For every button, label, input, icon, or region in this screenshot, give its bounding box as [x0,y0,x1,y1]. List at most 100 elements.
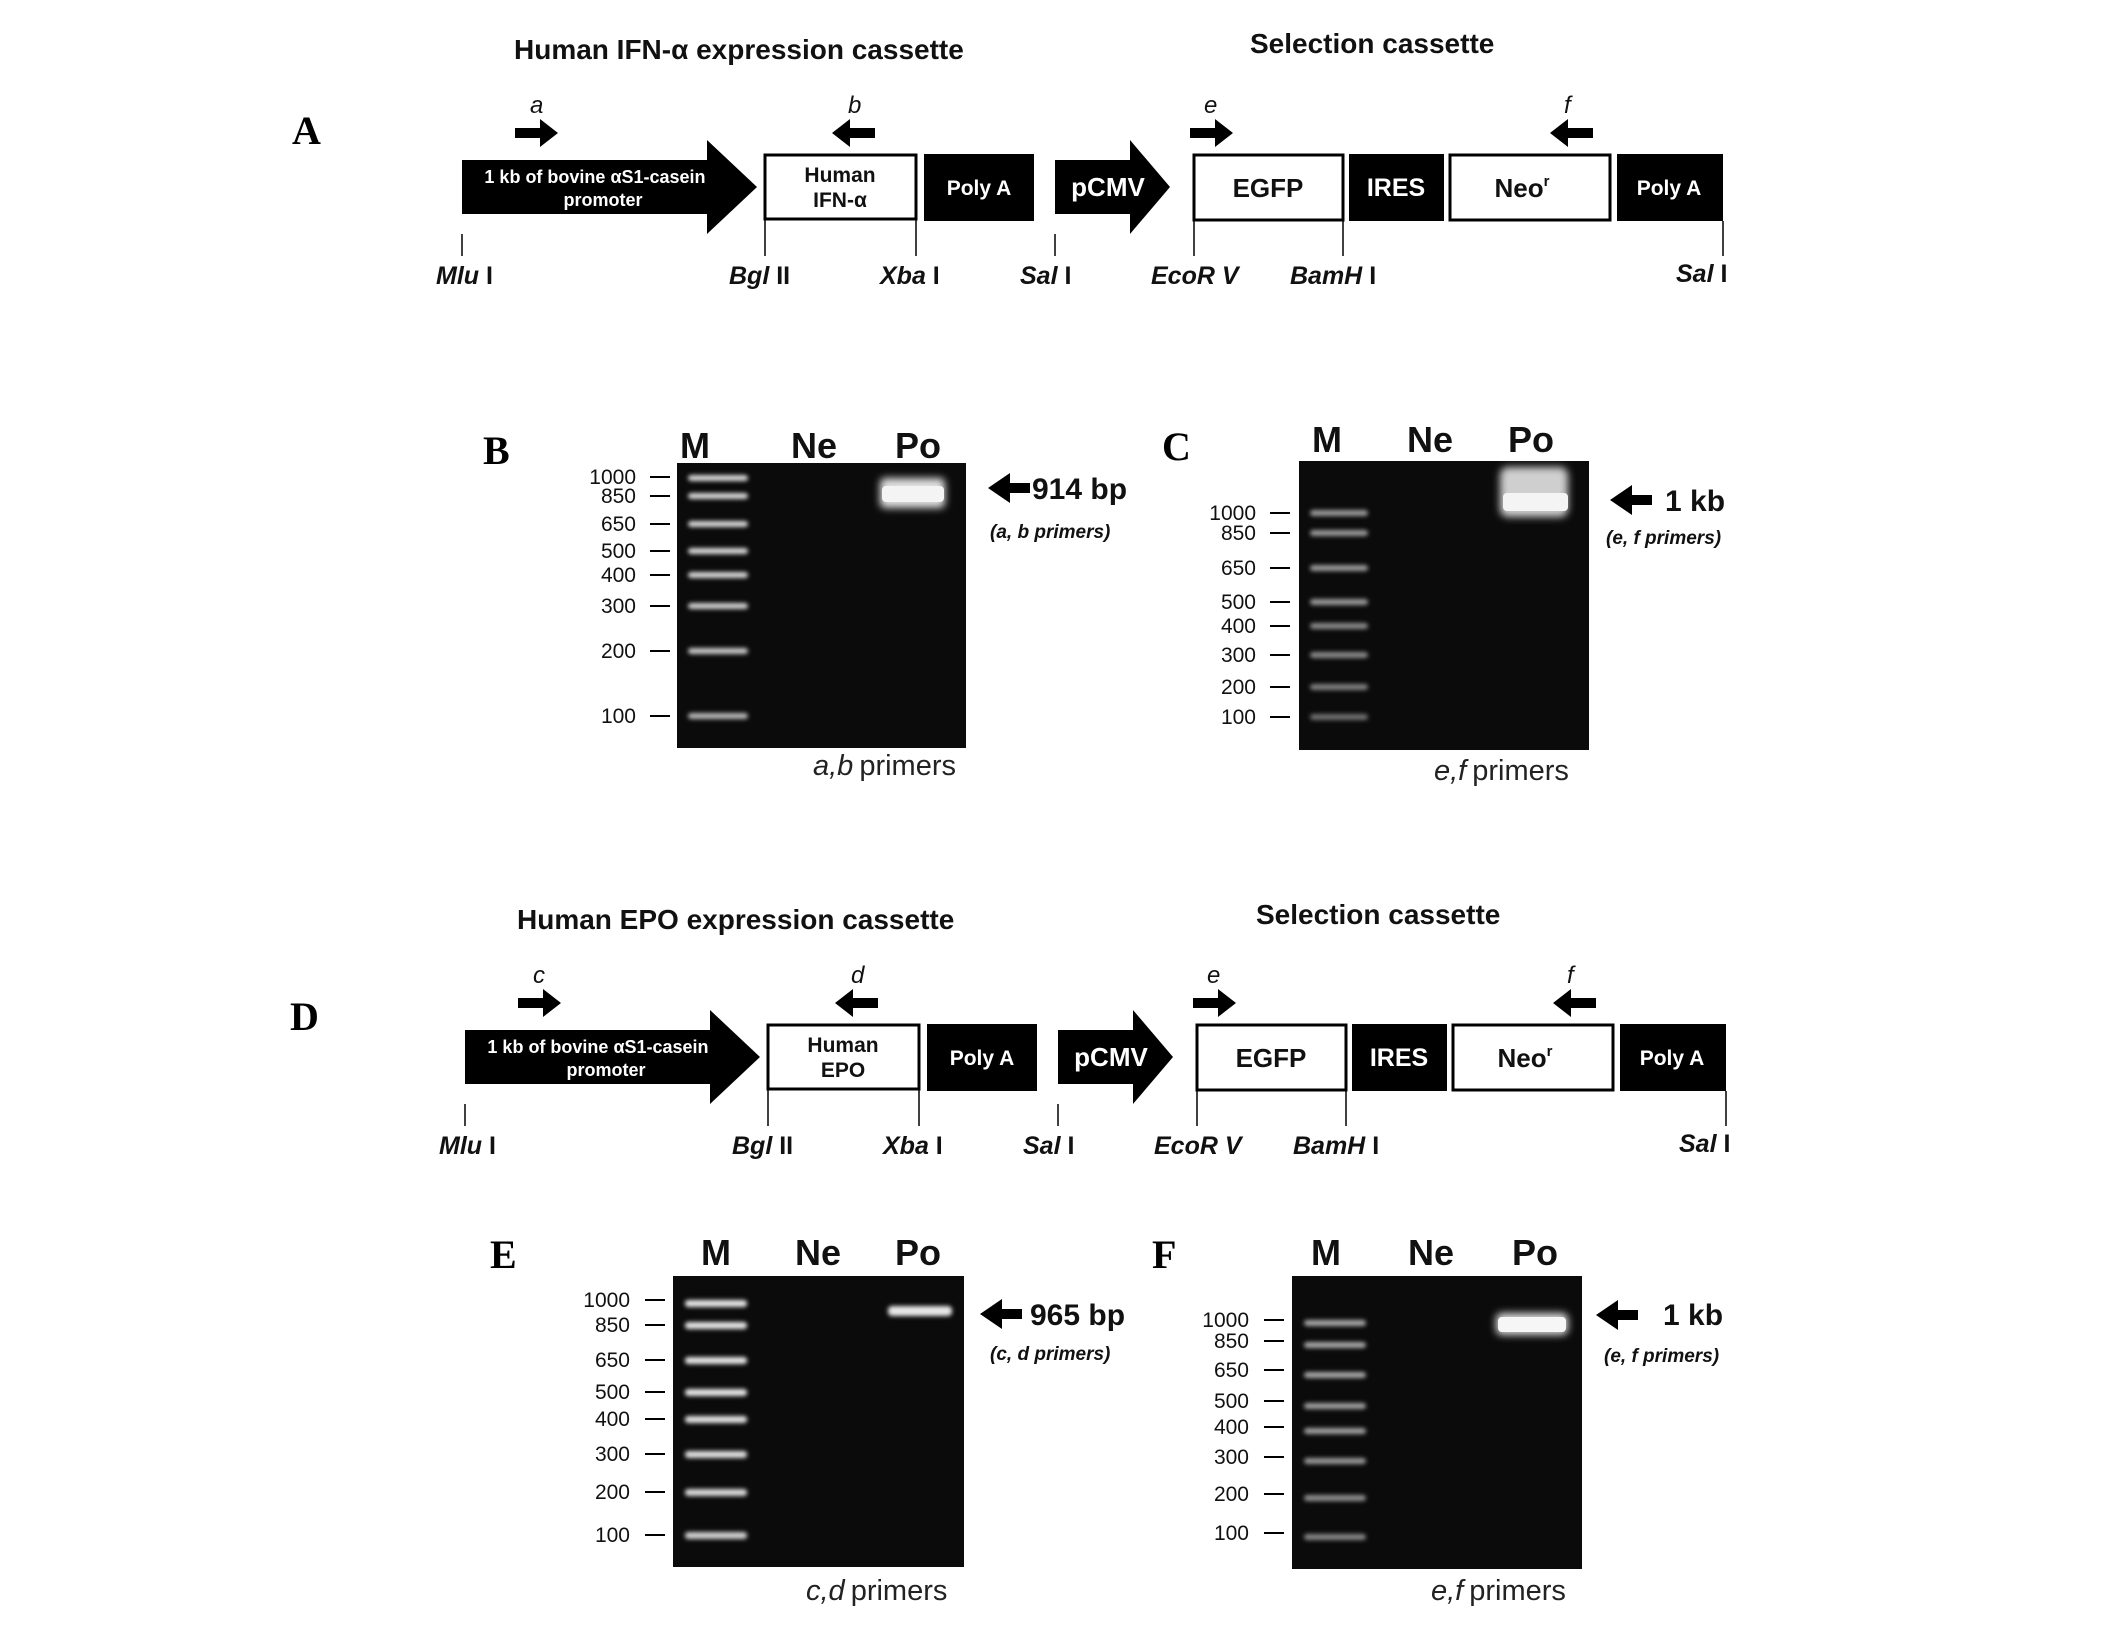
pcmv-label: pCMV [1071,172,1145,202]
ladder-label-850: 850 [1214,1330,1249,1353]
ladder-ticks [1270,512,1290,718]
ladder-labels: 1000 850 650 500 400 300 200 100 [1209,502,1256,729]
pcmv-arrow [1055,140,1170,234]
primer-f2-arrow-icon [1553,989,1596,1017]
ladder-label-400: 400 [1214,1416,1249,1439]
egfp-box [1195,1023,1348,1092]
ladder-label-300: 300 [1214,1446,1249,1469]
polya2-label: Poly A [1640,1047,1705,1070]
primer-e2-arrow-icon [1193,989,1236,1017]
neo-box [1451,1023,1615,1092]
ladder-bands [688,475,748,719]
gene-box [763,153,918,221]
pcmv-arrow [1058,1010,1173,1104]
ladder-label-650: 650 [595,1349,630,1372]
ladder-ticks [650,476,670,717]
panel-a-left-title: Human IFN-α expression cassette [514,34,964,65]
ladder-label-400: 400 [595,1408,630,1431]
lane-label-po: Po [895,425,941,466]
ladder-label-1000: 1000 [1202,1309,1249,1332]
primer-e2-label: e [1207,962,1220,989]
primer-e-arrow-icon [1190,119,1233,147]
polya2-label: Poly A [1637,177,1702,200]
primer-a-label: a [530,92,543,119]
site-sal-1: Sal I [1023,1132,1074,1160]
gene-label-1: Human [804,164,875,187]
size-primers: (a, b primers) [990,522,1110,543]
site-ticks [464,1089,1727,1126]
ladder-label-100: 100 [1214,1522,1249,1545]
ladder-label-200: 200 [1214,1483,1249,1506]
site-xba: Xba I [878,262,940,290]
panel-letter-b: B [483,428,510,473]
primer-d-label: d [851,962,865,989]
site-mlu: Mlu I [436,262,493,290]
promoter-label-1: 1 kb of bovine αS1-casein [487,1037,708,1057]
gel-panel-e: E M Ne Po 1000 850 650 500 400 300 200 1… [490,1232,1125,1607]
ladder-label-650: 650 [601,513,636,536]
lane-label-ne: Ne [1407,419,1453,460]
promoter-label-1: 1 kb of bovine αS1-casein [484,167,705,187]
ladder-label-300: 300 [601,595,636,618]
lane-label-m: M [1311,1232,1341,1273]
product-band [882,486,944,502]
gel-panel-b: B M Ne Po 1000 850 650 500 400 300 200 1… [483,425,1127,782]
primer-e-label: e [1204,92,1217,119]
site-bgl: Bgl II [732,1132,793,1160]
size-label: 965 bp [1030,1299,1125,1332]
ladder-label-1000: 1000 [583,1289,630,1312]
polya2-box [1620,1024,1726,1091]
ladder-label-1000: 1000 [589,466,636,489]
lane-label-po: Po [1508,419,1554,460]
site-bgl: Bgl II [729,262,790,290]
ladder-label-850: 850 [1221,522,1256,545]
ladder-bands [1304,1320,1366,1540]
egfp-label: EGFP [1236,1043,1307,1073]
promoter-arrow [462,140,757,234]
size-primers: (c, d primers) [990,1344,1110,1365]
ladder-labels: 1000 850 650 500 400 300 200 100 [1202,1309,1249,1545]
gene-label-2: IFN-α [813,189,867,212]
size-arrow-icon [980,1299,1022,1329]
ladder-label-650: 650 [1214,1359,1249,1382]
ladder-bands [685,1300,747,1539]
size-label: 1 kb [1665,485,1725,518]
primer-b-label: b [848,92,861,119]
site-bamh: BamH I [1293,1132,1379,1160]
size-arrow-icon [1596,1300,1638,1330]
gene-label-2: EPO [821,1059,865,1082]
promoter-arrow [465,1010,760,1104]
ladder-label-300: 300 [595,1443,630,1466]
primer-f2-label: f [1567,962,1576,989]
neo-label: Neor [1495,173,1550,203]
size-label: 914 bp [1032,473,1127,506]
ladder-label-100: 100 [595,1524,630,1547]
site-sal-2: Sal I [1676,260,1727,288]
ladder-label-650: 650 [1221,557,1256,580]
ladder-label-200: 200 [595,1481,630,1504]
ladder-label-300: 300 [1221,644,1256,667]
ladder-label-200: 200 [1221,676,1256,699]
panel-d-left-title: Human EPO expression cassette [517,904,954,935]
ires-box [1352,1024,1447,1091]
primer-b-arrow-icon [832,119,875,147]
ladder-label-100: 100 [601,705,636,728]
panel-letter-f: F [1152,1232,1176,1277]
lane-label-m: M [680,425,710,466]
egfp-label: EGFP [1233,173,1304,203]
ladder-bands [1310,510,1368,720]
panel-letter-e: E [490,1232,517,1277]
site-xba: Xba I [881,1132,943,1160]
polya-label: Poly A [947,177,1012,200]
ladder-label-100: 100 [1221,706,1256,729]
product-band [888,1306,952,1316]
polya2-box [1617,154,1723,221]
ladder-label-200: 200 [601,640,636,663]
site-ticks [461,219,1724,256]
ires-box [1349,154,1444,221]
primer-c-arrow-icon [518,989,561,1017]
ladder-label-1000: 1000 [1209,502,1256,525]
